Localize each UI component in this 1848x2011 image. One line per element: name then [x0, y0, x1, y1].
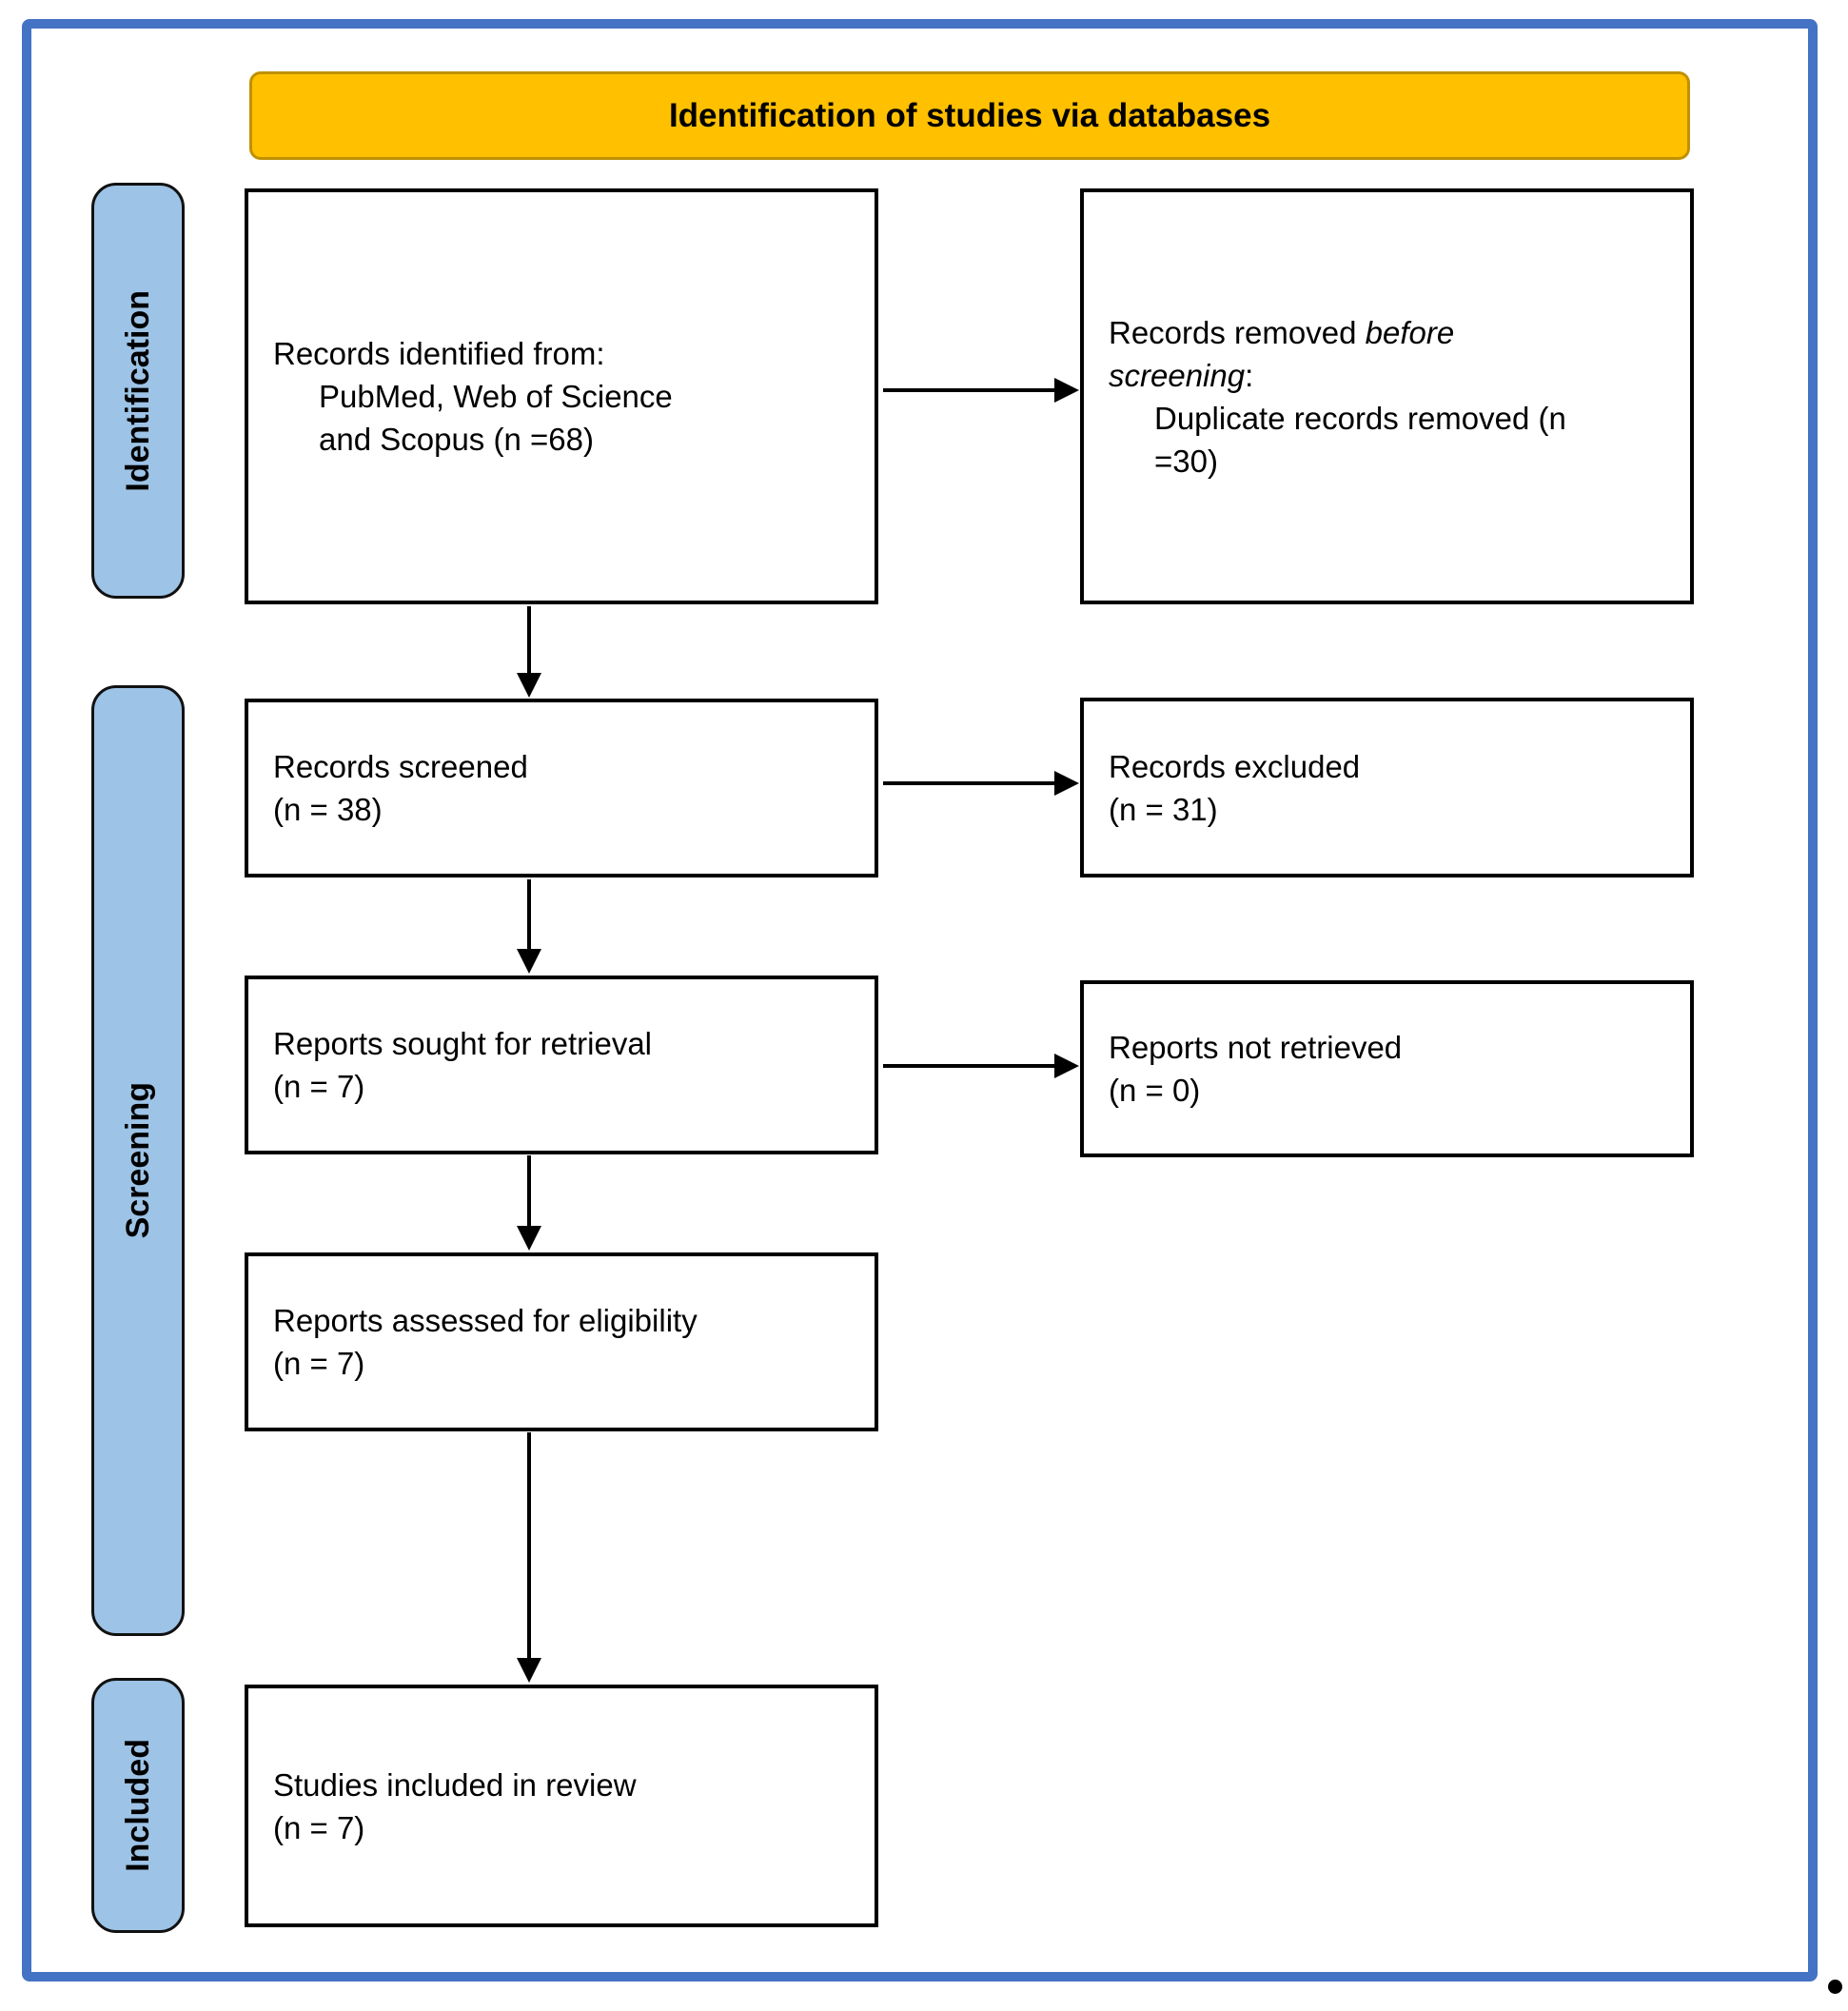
period-dot: [1828, 1980, 1842, 1994]
records-identified-line2: PubMed, Web of Science: [319, 379, 673, 414]
stage-included-text: Included: [119, 1739, 156, 1872]
arrow-shaft: [527, 879, 531, 951]
arrow-head-icon: [517, 949, 541, 974]
records-excluded-line1: Records excluded: [1109, 748, 1361, 784]
reports-assessed-line2: (n = 7): [273, 1346, 365, 1381]
box-records-identified: Records identified from: PubMed, Web of …: [245, 188, 878, 604]
records-removed-line2-suffix: :: [1245, 357, 1254, 393]
arrow-screened-to-sought: [517, 879, 541, 974]
arrow-head-icon: [1054, 771, 1079, 796]
box-reports-assessed: Reports assessed for eligibility (n = 7): [245, 1252, 878, 1431]
arrow-identified-to-removed: [883, 378, 1079, 403]
arrow-assessed-to-included: [517, 1432, 541, 1683]
arrow-shaft: [527, 1155, 531, 1228]
records-removed-line1-normal: Records removed: [1109, 314, 1366, 350]
records-removed-line3: Duplicate records removed (n: [1154, 400, 1566, 436]
records-removed-line4: =30): [1154, 443, 1218, 479]
arrow-sought-to-not-retrieved: [883, 1054, 1079, 1078]
studies-included-line2: (n = 7): [273, 1809, 365, 1845]
box-records-excluded: Records excluded (n = 31): [1080, 698, 1694, 877]
records-removed-line1-italic: before: [1365, 314, 1455, 350]
arrow-head-icon: [1054, 1054, 1079, 1078]
arrow-shaft: [883, 1064, 1058, 1068]
records-identified-line1: Records identified from:: [273, 336, 605, 371]
records-screened-line2: (n = 38): [273, 792, 383, 827]
arrow-shaft: [883, 781, 1058, 785]
records-removed-line2: screening:: [1109, 354, 1677, 397]
banner-identification-of-studies: Identification of studies via databases: [249, 71, 1690, 160]
box-reports-not-retrieved: Reports not retrieved (n = 0): [1080, 980, 1694, 1157]
arrow-shaft: [883, 388, 1058, 392]
arrow-head-icon: [1054, 378, 1079, 403]
arrow-head-icon: [517, 1226, 541, 1251]
records-screened-line1: Records screened: [273, 749, 528, 784]
arrow-head-icon: [517, 673, 541, 698]
diagram-outer-border: [22, 19, 1818, 1981]
box-records-removed-before-screening: Records removed before screening: Duplic…: [1080, 188, 1694, 604]
reports-not-retrieved-line2: (n = 0): [1109, 1073, 1201, 1108]
arrow-screened-to-excluded: [883, 771, 1079, 796]
records-identified-line3: and Scopus (n =68): [319, 422, 594, 457]
arrow-sought-to-assessed: [517, 1155, 541, 1251]
box-studies-included: Studies included in review (n = 7): [245, 1685, 878, 1927]
stage-identification-text: Identification: [119, 289, 156, 492]
arrow-head-icon: [517, 1658, 541, 1683]
records-removed-line1: Records removed before: [1109, 311, 1677, 354]
box-reports-sought: Reports sought for retrieval (n = 7): [245, 976, 878, 1154]
arrow-identified-to-screened: [517, 606, 541, 698]
reports-sought-line1: Reports sought for retrieval: [273, 1026, 653, 1061]
records-excluded-line2: (n = 31): [1109, 791, 1218, 827]
studies-included-line1: Studies included in review: [273, 1766, 637, 1803]
stage-label-included: Included: [91, 1678, 185, 1933]
arrow-shaft: [527, 606, 531, 675]
stage-label-identification: Identification: [91, 183, 185, 599]
reports-sought-line2: (n = 7): [273, 1069, 365, 1104]
reports-assessed-line1: Reports assessed for eligibility: [273, 1303, 698, 1338]
banner-title: Identification of studies via databases: [668, 96, 1271, 134]
stage-label-screening: Screening: [91, 685, 185, 1636]
reports-not-retrieved-line1: Reports not retrieved: [1109, 1030, 1403, 1065]
stage-screening-text: Screening: [119, 1082, 156, 1239]
arrow-shaft: [527, 1432, 531, 1660]
box-records-screened: Records screened (n = 38): [245, 699, 878, 877]
records-removed-line2-italic: screening: [1109, 357, 1246, 393]
